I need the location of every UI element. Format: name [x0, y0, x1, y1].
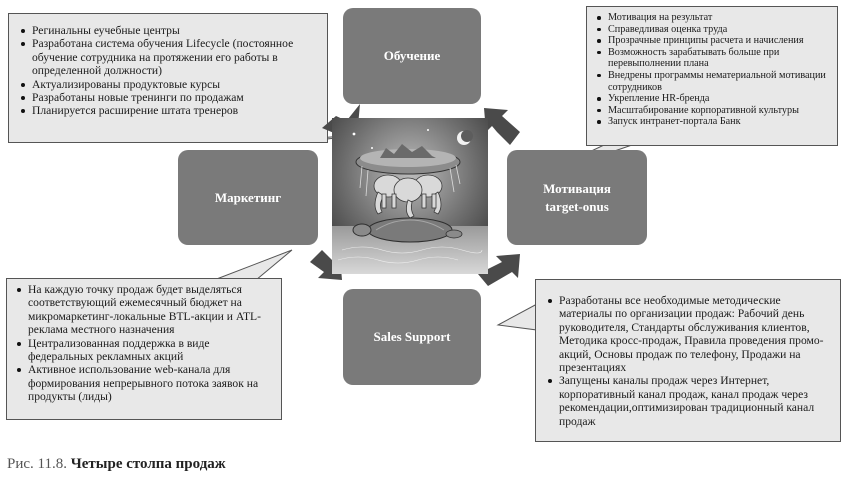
marketing-item: На каждую точку продаж будет выделяться … — [15, 283, 275, 337]
motivation-item: Запуск интранет-портала Банк — [595, 116, 831, 128]
sales-support-item: Разработаны все необходимые методические… — [546, 294, 832, 374]
training-item: Актуализированы продуктовые курсы — [19, 78, 319, 91]
sales-support-item: Запущены каналы продаж через Интернет, к… — [546, 374, 832, 428]
arrow-sales-to-motivation — [478, 254, 520, 286]
figure-caption-prefix: Рис. 11.8. — [7, 456, 67, 472]
motivation-callout: Мотивация на результат Справедливая оцен… — [586, 6, 838, 146]
sales-support-callout: Разработаны все необходимые методические… — [535, 279, 841, 442]
training-item: Планируется расширение штата тренеров — [19, 104, 319, 117]
motivation-item: Масштабирование корпоративной культуры — [595, 105, 831, 117]
motivation-item: Справедливая оценка труда — [595, 24, 831, 36]
arrow-motivation-to-training — [484, 108, 520, 145]
world-on-elephants-illustration — [332, 118, 488, 274]
motivation-item: Прозрачные принципы расчета и начисления — [595, 35, 831, 47]
pillar-marketing: Маркетинг — [178, 150, 318, 245]
marketing-callout: На каждую точку продаж будет выделяться … — [6, 278, 282, 420]
pillar-sales-support-label: Sales Support — [373, 329, 451, 344]
pillar-marketing-label: Маркетинг — [214, 189, 282, 205]
pillar-training-label: Обучение — [383, 48, 441, 63]
motivation-item: Мотивация на результат — [595, 12, 831, 24]
pillar-motivation: Мотивация target-onus — [507, 150, 647, 245]
pillar-sales-support: Sales Support — [343, 289, 481, 385]
marketing-item: Активное использование web-канала для фо… — [15, 363, 275, 403]
pillar-training: Обучение — [343, 8, 481, 104]
motivation-item: Внедрены программы нематериальной мотива… — [595, 70, 831, 93]
pillar-motivation-sublabel: target-onus — [545, 198, 609, 214]
training-callout: Регинальны еучебные центры Разработана с… — [8, 13, 328, 143]
pillar-motivation-label: Мотивация — [543, 180, 611, 196]
training-item: Разработана система обучения Lifecycle (… — [19, 37, 319, 77]
motivation-item: Возможность зарабатывать больше при пере… — [595, 47, 831, 70]
figure-caption: Рис. 11.8. Четыре столпа продаж — [7, 456, 226, 473]
training-item: Регинальны еучебные центры — [19, 24, 319, 37]
motivation-item: Укрепление HR-бренда — [595, 93, 831, 105]
training-item: Разработаны новые тренинги по продажам — [19, 91, 319, 104]
marketing-item: Централизованная поддержка в виде федера… — [15, 337, 275, 364]
figure-caption-title: Четыре столпа продаж — [70, 456, 226, 472]
